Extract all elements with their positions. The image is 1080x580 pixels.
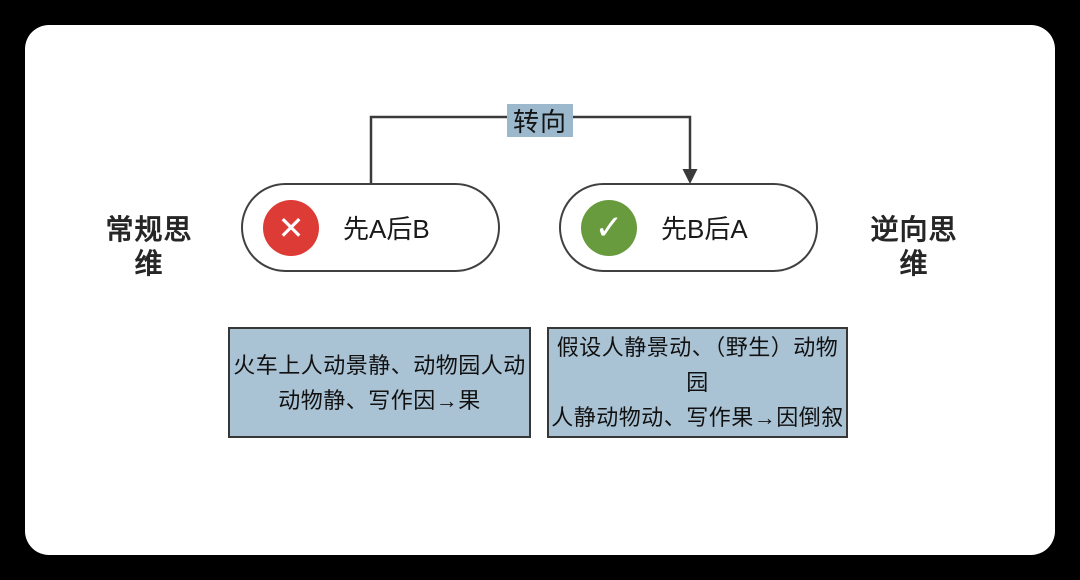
- transition-label: 转向: [507, 104, 573, 137]
- x-circle-icon: ✕: [263, 199, 319, 256]
- detail-line: 人静动物动、写作果→因倒叙: [551, 405, 844, 430]
- conventional-thinking-label: 常规思维: [105, 214, 193, 279]
- reverse-detail-box: 假设人静景动、（野生）动物园 人静动物动、写作果→因倒叙: [547, 327, 848, 438]
- reverse-pill-text: 先B后A: [661, 214, 748, 244]
- reverse-thinking-label: 逆向思维: [870, 214, 958, 279]
- detail-line: 动物静、写作因→果: [278, 387, 481, 413]
- conventional-detail-box: 火车上人动景静、动物园人动 动物静、写作因→果: [228, 327, 531, 438]
- conventional-pill-text: 先A后B: [343, 214, 430, 244]
- x-icon: ✕: [277, 209, 305, 246]
- detail-line: 假设人静景动、（野生）动物园: [556, 335, 839, 395]
- conventional-pill: ✕ 先A后B: [241, 183, 500, 272]
- detail-line: 火车上人动景静、动物园人动: [233, 352, 526, 378]
- reverse-pill: ✓ 先B后A: [559, 183, 818, 272]
- check-icon: ✓: [594, 208, 624, 247]
- check-circle-icon: ✓: [581, 199, 637, 256]
